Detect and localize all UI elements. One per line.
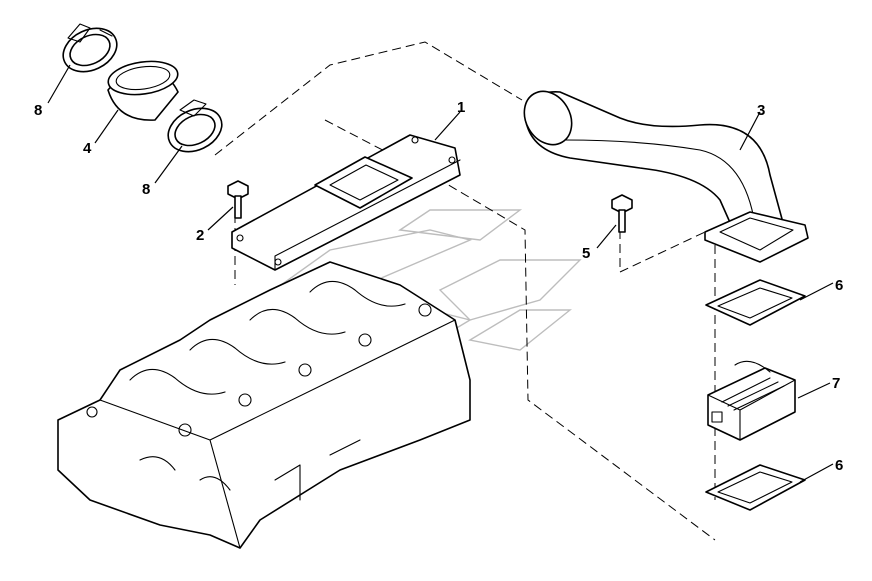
cylinder-head	[57, 261, 471, 549]
callout-6-bottom: 6	[835, 457, 843, 474]
gasket-bottom	[705, 464, 806, 511]
heater-unit	[707, 360, 796, 441]
callout-6-top: 6	[835, 277, 843, 294]
hose-sleeve	[107, 60, 179, 121]
intake-pipe	[523, 90, 809, 263]
callout-2: 2	[196, 227, 204, 244]
callout-1: 1	[457, 99, 465, 116]
callout-5: 5	[582, 245, 590, 262]
callout-8-top: 8	[34, 102, 42, 119]
hose-clamp-bottom	[167, 99, 223, 153]
gasket-top	[705, 279, 806, 326]
callout-3: 3	[757, 102, 765, 119]
callout-8-bottom: 8	[142, 181, 150, 198]
bolt-part-5	[611, 194, 633, 233]
bolt-part-2	[227, 180, 249, 219]
callout-labels: 8 4 8 2 1 3 5 6 7 6	[34, 99, 843, 474]
cover-plate	[231, 134, 461, 271]
callout-7: 7	[832, 375, 840, 392]
leader-lines	[47, 64, 834, 483]
callout-4: 4	[83, 140, 92, 157]
hose-clamp-top	[62, 23, 118, 73]
